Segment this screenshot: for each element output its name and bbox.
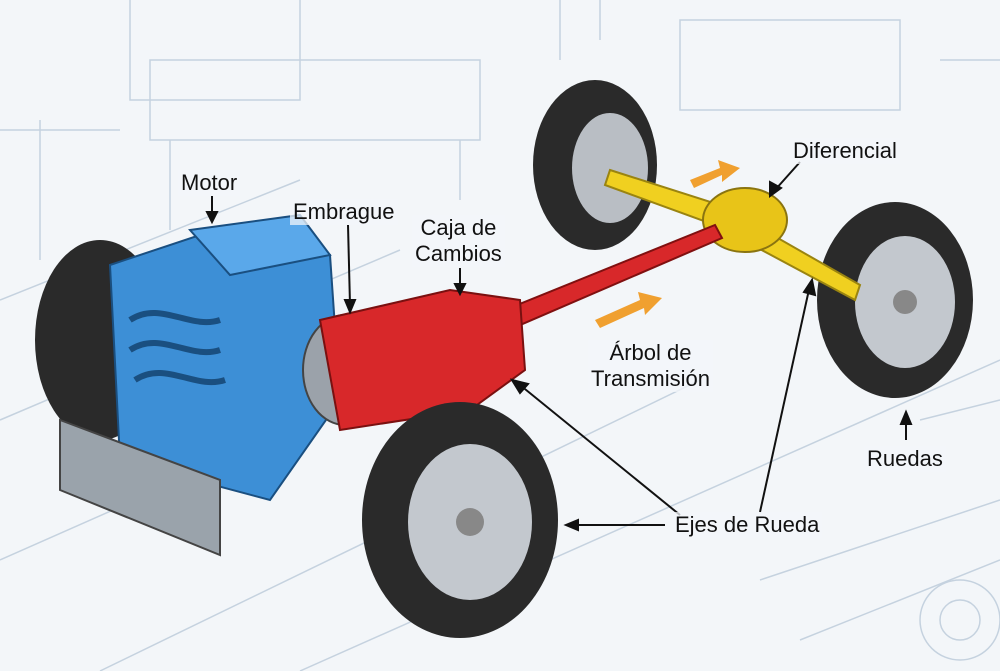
label-arrows <box>205 161 913 532</box>
label-embrague: Embrague <box>290 199 398 225</box>
flow-arrow-icons <box>595 160 740 328</box>
rear-right-wheel <box>817 202 973 398</box>
intercooler <box>59 418 221 557</box>
gearbox <box>318 288 527 432</box>
label-arbol-line1: Árbol de <box>609 340 692 365</box>
rear-axle <box>603 168 862 302</box>
label-arbol-line2: Transmisión <box>591 366 710 391</box>
differential <box>702 187 788 253</box>
label-diferencial: Diferencial <box>790 138 900 164</box>
label-caja-line2: Cambios <box>415 241 502 266</box>
front-right-wheel <box>362 402 558 638</box>
label-caja-de-cambios: Caja de Cambios <box>412 215 505 267</box>
label-ruedas: Ruedas <box>864 446 946 472</box>
label-ejes-de-rueda: Ejes de Rueda <box>672 512 823 538</box>
label-arbol-de-transmision: Árbol de Transmisión <box>588 340 713 392</box>
label-caja-line1: Caja de <box>420 215 497 240</box>
rear-left-wheel <box>533 80 657 250</box>
label-motor: Motor <box>178 170 241 196</box>
